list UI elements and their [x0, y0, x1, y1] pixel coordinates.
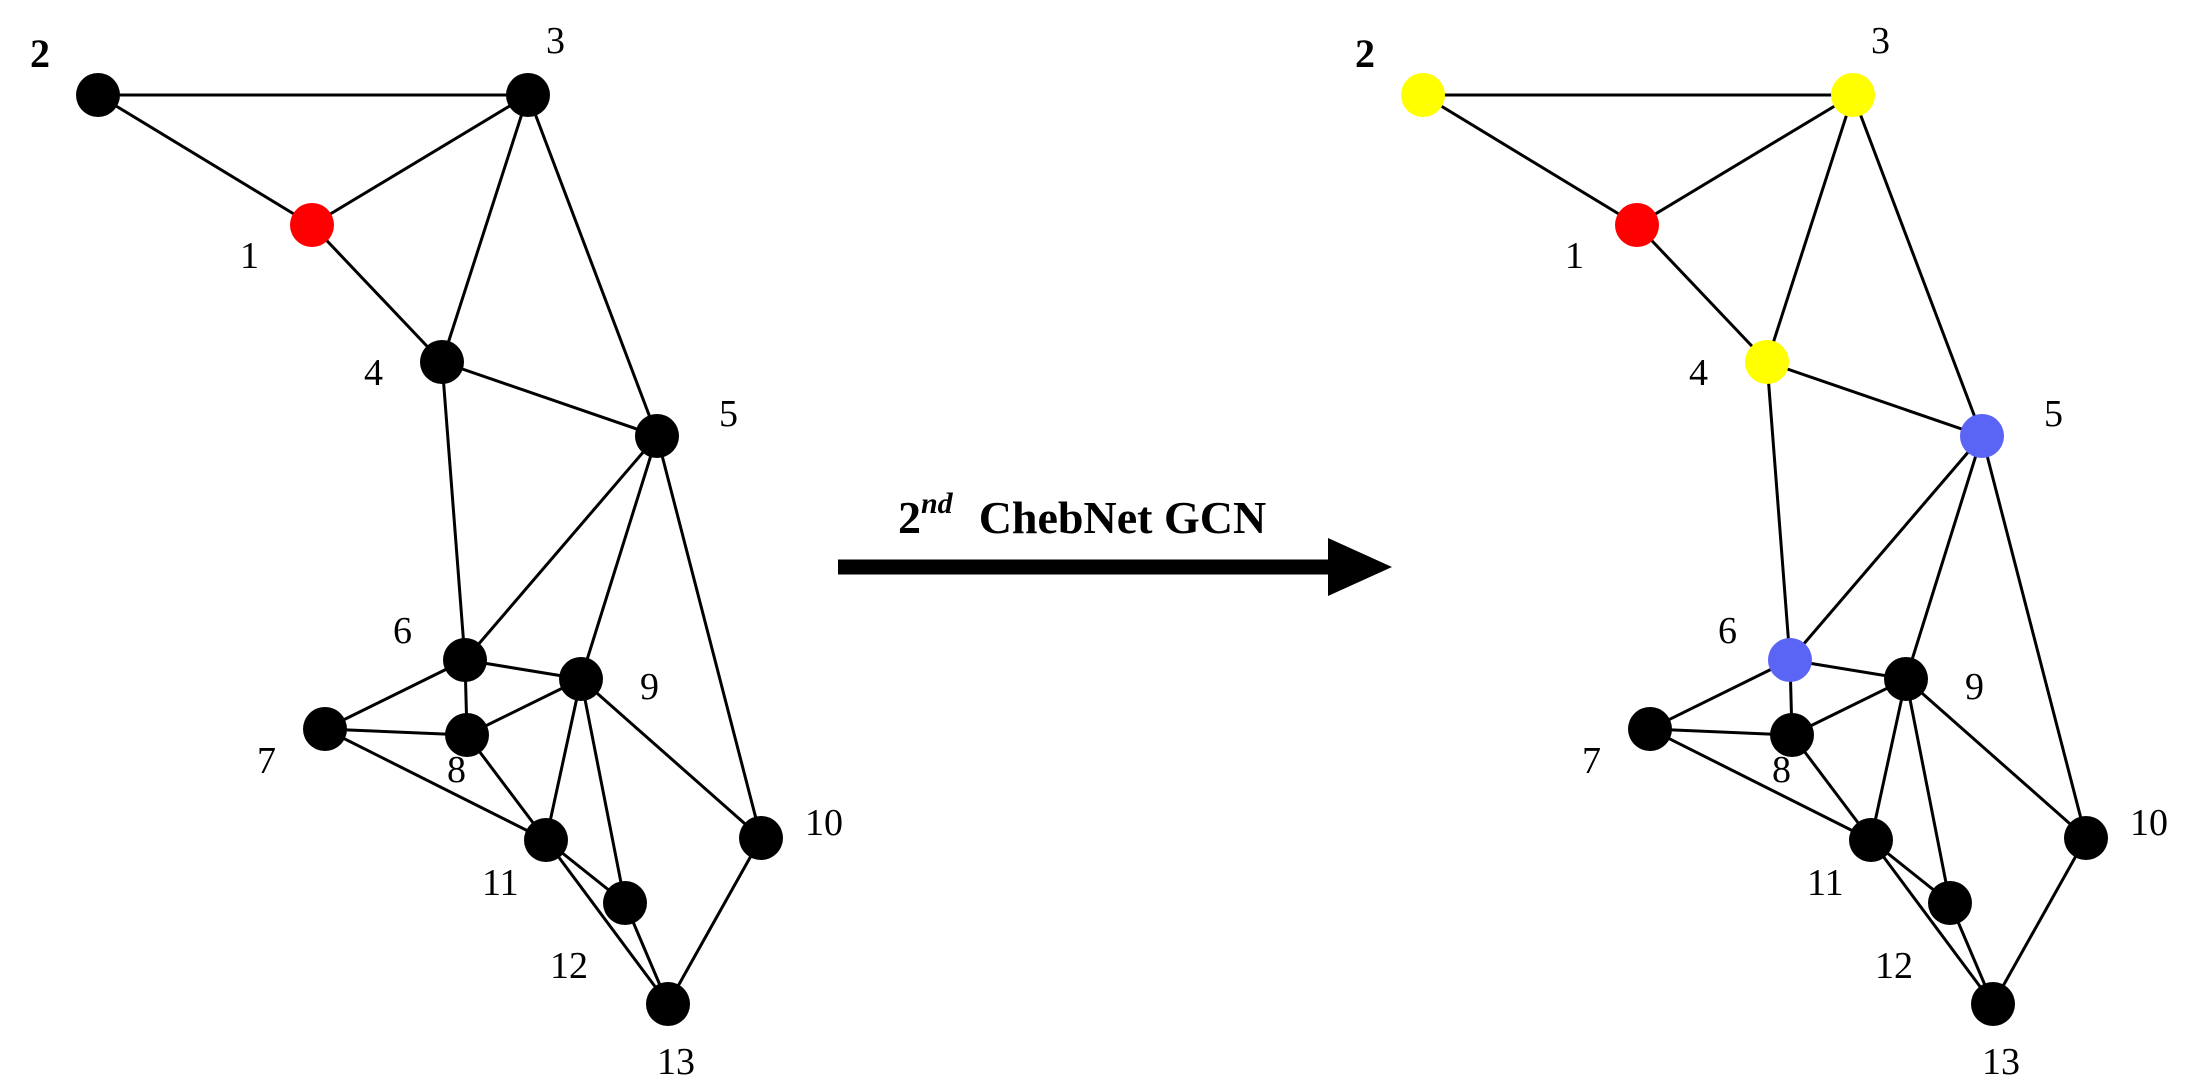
right-graph-edge-7-8	[1649, 727, 1793, 737]
left-graph-edge-10-13	[666, 837, 763, 1005]
left-graph-node-label-7: 7	[257, 740, 276, 782]
right-graph-node-label-3: 3	[1871, 20, 1890, 62]
left-graph-edge-9-12	[579, 678, 627, 904]
left-graph-edge-1-3	[311, 93, 529, 227]
right-graph-edge-9-11	[1869, 678, 1908, 841]
left-graph-edge-4-6	[440, 361, 467, 661]
right-graph-node-4	[1745, 340, 1789, 384]
left-graph-node-label-2: 2	[30, 31, 50, 76]
left-graph-edge-3-5	[526, 94, 659, 437]
right-graph-node-2	[1401, 73, 1445, 117]
right-graph-node-label-2: 2	[1355, 31, 1375, 76]
right-graph-node-label-7: 7	[1582, 740, 1601, 782]
right-graph-edge-4-6	[1765, 361, 1792, 661]
right-graph-edge-5-10	[1980, 435, 2088, 839]
left-graph-node-label-13: 13	[657, 1041, 695, 1083]
right-graph-node-5	[1960, 414, 2004, 458]
left-graph-node-12	[603, 881, 647, 925]
right-graph-node-label-8: 8	[1772, 749, 1791, 791]
left-graph-node-7	[303, 707, 347, 751]
right-graph-edge-4-5	[1766, 360, 1983, 438]
left-graph-node-label-12: 12	[550, 945, 588, 987]
right-graph-node-label-1: 1	[1565, 235, 1584, 277]
left-graph-edge-2-1	[97, 93, 313, 227]
left-graph-node-1	[290, 203, 334, 247]
arrow-method-label: ChebNet GCN	[979, 492, 1266, 543]
left-graph-edge-7-11	[324, 727, 547, 842]
left-graph-node-2	[76, 73, 120, 117]
chebnet-arrow: 2nd ChebNet GCN	[838, 487, 1392, 596]
left-graph-node-10	[739, 816, 783, 860]
left-graph-node-3	[506, 73, 550, 117]
right-graph-node-3	[1831, 73, 1875, 117]
right-graph-node-1	[1615, 203, 1659, 247]
left-graph-edge-9-11	[544, 678, 583, 841]
left-graph-node-label-8: 8	[447, 749, 466, 791]
right-graph-node-11	[1849, 818, 1893, 862]
left-graph-edge-5-6	[463, 435, 659, 661]
left-graph-node-8	[445, 713, 489, 757]
right-graph-edge-3-5	[1851, 94, 1984, 437]
left-graph-node-label-11: 11	[482, 862, 519, 904]
left-graph-edge-5-9	[579, 435, 659, 680]
arrow-ordinal-suffix: nd	[921, 487, 954, 520]
right-graph-edge-5-6	[1788, 435, 1984, 661]
right-graph-node-label-12: 12	[1875, 945, 1913, 987]
right-graph-edge-6-7	[1649, 658, 1791, 731]
left-graph-edge-11-13	[544, 839, 670, 1005]
right-graph-node-7	[1628, 707, 1672, 751]
left-graph-node-label-10: 10	[805, 802, 843, 844]
arrow-label: 2nd ChebNet GCN	[898, 487, 1266, 543]
right-graph-node-8	[1770, 713, 1814, 757]
arrow-ordinal: 2	[898, 492, 921, 543]
left-graph-edge-4-5	[441, 360, 658, 438]
right-graph-node-9	[1884, 657, 1928, 701]
left-graph-node-label-3: 3	[546, 20, 565, 62]
right-graph-edge-1-4	[1635, 223, 1769, 364]
right-graph-node-10	[2064, 816, 2108, 860]
right-graph-edge-7-11	[1649, 727, 1872, 842]
left-graph-edge-3-4	[440, 94, 530, 363]
right-graph-node-label-9: 9	[1965, 666, 1984, 708]
right-graph-edge-9-12	[1904, 678, 1952, 904]
left-graph-node-label-5: 5	[719, 393, 738, 435]
right-graph-node-12	[1928, 881, 1972, 925]
right-graph-edge-2-1	[1422, 93, 1638, 227]
right-graph-edge-10-13	[1991, 837, 2088, 1005]
left-graph-edge-9-10	[580, 677, 762, 840]
left-graph-node-label-4: 4	[364, 352, 383, 394]
left-graph-node-9	[559, 657, 603, 701]
right-graph-node-13	[1971, 982, 2015, 1026]
left-graph-node-label-9: 9	[640, 666, 659, 708]
left-graph-edge-7-8	[324, 727, 468, 737]
left-graph-node-11	[524, 818, 568, 862]
right-graph-edge-1-3	[1636, 93, 1854, 227]
left-graph-node-13	[646, 982, 690, 1026]
left-graph-edge-6-7	[324, 658, 466, 731]
left-graph-node-5	[635, 414, 679, 458]
right-graph-node-label-11: 11	[1807, 862, 1844, 904]
left-graph-edge-1-4	[310, 223, 444, 364]
right-graph-edge-9-10	[1905, 677, 2087, 840]
right-graph-node-label-13: 13	[1982, 1041, 2020, 1083]
arrow-head	[1328, 538, 1392, 596]
left-graph-edge-5-10	[655, 435, 763, 839]
left-graph-node-4	[420, 340, 464, 384]
right-graph-node-label-4: 4	[1689, 352, 1708, 394]
right-graph-node-label-5: 5	[2044, 393, 2063, 435]
right-graph-node-label-10: 10	[2130, 802, 2168, 844]
left-graph-node-label-1: 1	[240, 235, 259, 277]
right-graph-edge-11-13	[1869, 839, 1995, 1005]
left-graph-node-6	[443, 638, 487, 682]
right-graph-node-6	[1768, 638, 1812, 682]
right-graph-edge-5-9	[1904, 435, 1984, 680]
right-graph-node-label-6: 6	[1718, 610, 1737, 652]
right-graph-edge-3-4	[1765, 94, 1855, 363]
left-graph-node-label-6: 6	[393, 610, 412, 652]
